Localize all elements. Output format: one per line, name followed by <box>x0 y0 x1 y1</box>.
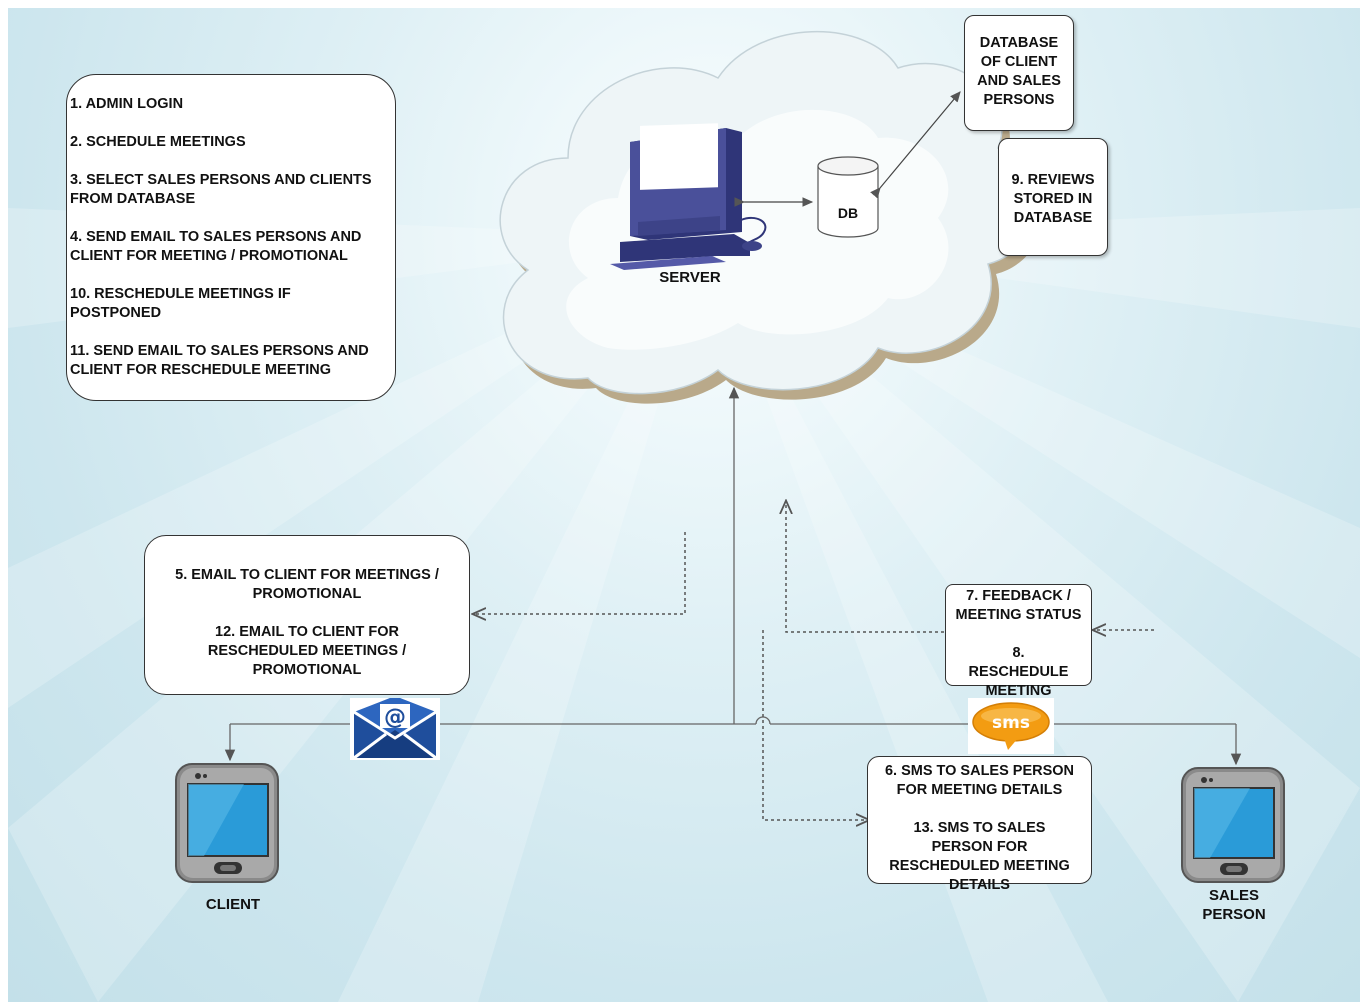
sms-box: 6. SMS TO SALES PERSON FOR MEETING DETAI… <box>867 756 1092 893</box>
task-item: 4. SEND EMAIL TO SALES PERSONS AND CLIEN… <box>70 229 362 264</box>
db-cylinder-icon <box>817 156 879 238</box>
sales-person-phone-icon <box>1180 766 1288 886</box>
reviews-box-text: 9. REVIEWS STORED IN DATABASE <box>1011 172 1095 226</box>
diagram-canvas: SERVER DB 1. ADMIN LOGIN 2. SCHEDULE MEE… <box>8 8 1360 1002</box>
reviews-box: 9. REVIEWS STORED IN DATABASE <box>998 138 1108 256</box>
db-label: DB <box>837 205 859 221</box>
client-email-box: 5. EMAIL TO CLIENT FOR MEETINGS / PROMOT… <box>144 535 470 695</box>
admin-tasks-box: 1. ADMIN LOGIN 2. SCHEDULE MEETINGS 3. S… <box>66 74 396 401</box>
cloud-shape <box>499 31 1043 404</box>
server-label: SERVER <box>659 269 721 286</box>
dotted-to-sms-box <box>762 630 868 820</box>
task-item: 10. RESCHEDULE MEETINGS IF POSTPONED <box>70 286 291 321</box>
server-computer-icon <box>610 123 767 270</box>
feedback-line-2: 8. RESCHEDULE MEETING <box>968 645 1069 699</box>
task-item: 11. SEND EMAIL TO SALES PERSONS AND CLIE… <box>70 343 369 378</box>
email-envelope-icon: @ <box>350 696 440 760</box>
sms-bubble-icon: sms <box>968 698 1054 754</box>
sms-bubble-text: sms <box>992 713 1030 733</box>
connection-lines <box>224 31 1242 1002</box>
feedback-line-1: 7. FEEDBACK / MEETING STATUS <box>955 588 1082 623</box>
client-email-line-2: 12. EMAIL TO CLIENT FOR RESCHEDULED MEET… <box>207 624 407 678</box>
client-label: CLIENT <box>205 896 261 913</box>
db-to-database-arrow <box>870 91 961 199</box>
database-box-text: DATABASE OF CLIENT AND SALES PERSONS <box>977 35 1061 108</box>
sales-person-label: SALES PERSON <box>1202 887 1266 923</box>
feedback-box: 7. FEEDBACK / MEETING STATUS 8. RESCHEDU… <box>945 584 1092 699</box>
task-item: 3. SELECT SALES PERSONS AND CLIENTS FROM… <box>70 172 372 207</box>
task-item: 1. ADMIN LOGIN <box>70 96 184 112</box>
email-at-glyph: @ <box>384 705 406 730</box>
task-item: 2. SCHEDULE MEETINGS <box>70 134 246 150</box>
sms-line-2: 13. SMS TO SALES PERSON FOR RESCHEDULED … <box>889 820 1070 893</box>
dotted-to-client-box <box>474 532 686 614</box>
client-phone-icon <box>174 762 282 886</box>
client-email-line-1: 5. EMAIL TO CLIENT FOR MEETINGS / PROMOT… <box>175 567 439 602</box>
database-box: DATABASE OF CLIENT AND SALES PERSONS <box>964 15 1074 131</box>
sms-line-1: 6. SMS TO SALES PERSON FOR MEETING DETAI… <box>884 763 1075 798</box>
dotted-feedback-up <box>786 502 944 633</box>
